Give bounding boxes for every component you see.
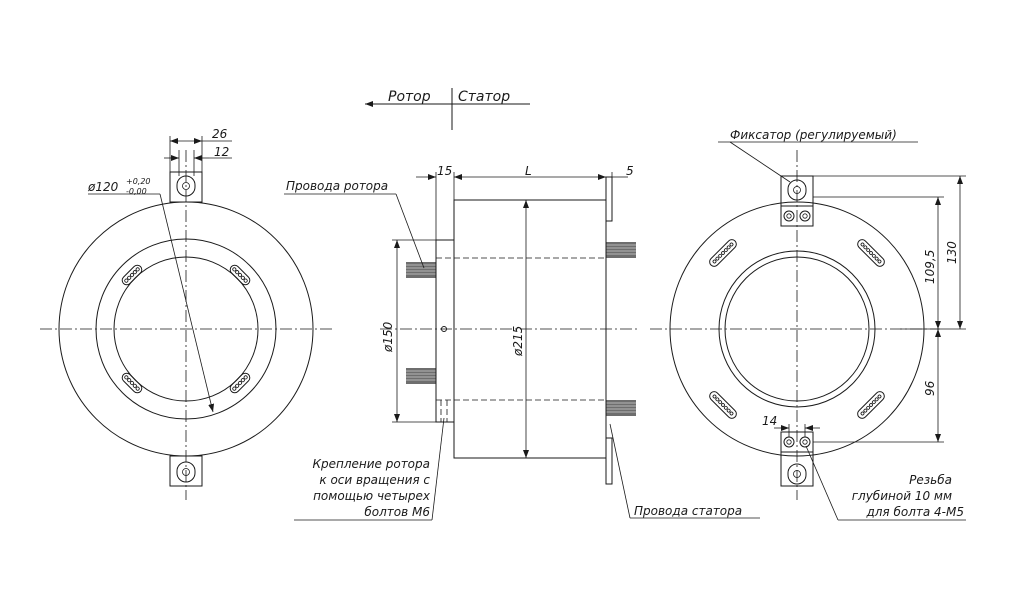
tol-upper: +0,20 bbox=[126, 177, 151, 186]
label-lock: Фиксатор (регулируемый) bbox=[730, 128, 897, 142]
svg-text:глубиной 10 мм: глубиной 10 мм bbox=[852, 489, 952, 503]
stator-flange-bottom bbox=[605, 437, 613, 485]
section-header: Ротор Статор bbox=[365, 88, 530, 130]
dim-diameter-120: ø120 bbox=[87, 180, 119, 194]
stator-flange-top bbox=[605, 176, 613, 222]
svg-text:болтов М6: болтов М6 bbox=[364, 505, 430, 519]
dim-5: 5 bbox=[626, 164, 634, 178]
left-view-rotor: 26 12 ø120 +0,20 -0,00 bbox=[40, 127, 335, 500]
header-rotor-label: Ротор bbox=[388, 89, 431, 105]
rotor-slots bbox=[121, 264, 251, 394]
dim-96: 96 bbox=[923, 380, 937, 396]
side-view: 15 L 5 ø150 ø215 Провода ротора Креплени… bbox=[284, 164, 760, 521]
dim-12: 12 bbox=[214, 145, 229, 159]
dim-109-5: 109,5 bbox=[923, 250, 937, 284]
svg-text:к оси вращения с: к оси вращения с bbox=[319, 473, 430, 487]
dim-26: 26 bbox=[212, 127, 228, 141]
label-rotor-wires: Провода ротора bbox=[286, 179, 388, 193]
svg-text:помощью четырех: помощью четырех bbox=[313, 489, 431, 503]
dim-130: 130 bbox=[945, 241, 959, 264]
svg-text:для болта 4-М5: для болта 4-М5 bbox=[865, 505, 964, 519]
label-mounting: Крепление ротора к оси вращения с помощь… bbox=[312, 457, 430, 519]
dim-diameter-215: ø215 bbox=[511, 326, 525, 357]
label-stator-wires: Провода статора bbox=[634, 504, 742, 518]
right-view-stator: 109,5 130 96 14 Фиксатор (регулируемый) … bbox=[650, 128, 966, 521]
dim-14: 14 bbox=[762, 414, 777, 428]
label-thread: Резьба глубиной 10 мм для болта 4-М5 bbox=[852, 473, 964, 519]
dim-15: 15 bbox=[437, 164, 452, 178]
rotor-wires-left bbox=[406, 262, 436, 384]
dim-diameter-150: ø150 bbox=[381, 321, 395, 353]
stator-wires-right bbox=[606, 242, 636, 416]
header-stator-label: Статор bbox=[458, 89, 510, 105]
tol-lower: -0,00 bbox=[126, 187, 147, 196]
svg-text:Резьба: Резьба bbox=[909, 473, 952, 487]
stator-slots bbox=[709, 239, 885, 419]
dim-L: L bbox=[525, 164, 532, 178]
svg-text:Крепление ротора: Крепление ротора bbox=[312, 457, 430, 471]
